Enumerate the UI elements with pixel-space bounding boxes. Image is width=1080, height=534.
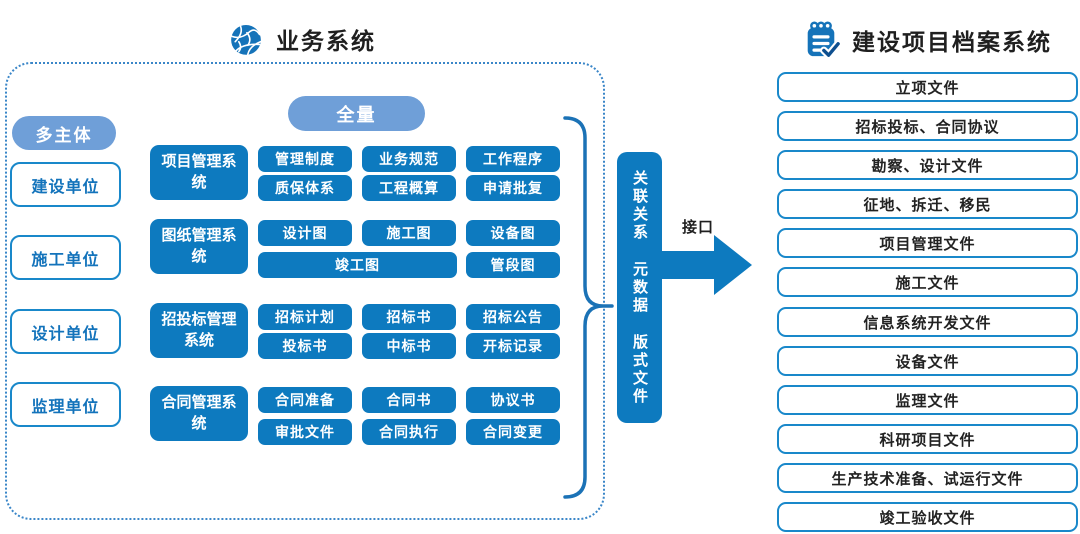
chip: 审批文件 bbox=[258, 419, 352, 445]
business-system-title-row: 业务系统 bbox=[228, 20, 376, 58]
chip: 合同执行 bbox=[362, 419, 456, 445]
chip: 管段图 bbox=[466, 252, 560, 278]
archive-item: 信息系统开发文件 bbox=[777, 307, 1078, 337]
globe-icon bbox=[228, 20, 264, 58]
bar-line: 元数据 bbox=[631, 260, 648, 315]
archive-item: 设备文件 bbox=[777, 346, 1078, 376]
chip: 工作程序 bbox=[466, 146, 560, 172]
full-scope-pill: 全量 bbox=[288, 96, 425, 131]
business-system-container bbox=[5, 62, 605, 520]
archive-item: 项目管理文件 bbox=[777, 228, 1078, 258]
bar-line: 版式文件 bbox=[631, 333, 648, 406]
chip: 业务规范 bbox=[362, 146, 456, 172]
brace bbox=[555, 112, 615, 504]
chip: 合同准备 bbox=[258, 387, 352, 413]
archive-system-title-row: 建设项目档案系统 bbox=[802, 18, 1052, 62]
archive-item: 竣工验收文件 bbox=[777, 502, 1078, 532]
chip: 招标书 bbox=[362, 304, 456, 330]
archive-item: 科研项目文件 bbox=[777, 424, 1078, 454]
archive-item: 施工文件 bbox=[777, 267, 1078, 297]
chip: 合同变更 bbox=[466, 419, 560, 445]
multi-subject-pill: 多主体 bbox=[12, 116, 116, 150]
chip: 申请批复 bbox=[466, 175, 560, 201]
chip: 协议书 bbox=[466, 387, 560, 413]
archive-item: 生产技术准备、试运行文件 bbox=[777, 463, 1078, 493]
chip: 竣工图 bbox=[258, 252, 457, 278]
chip: 管理制度 bbox=[258, 146, 352, 172]
group-header-drawing-mgmt: 图纸管理系统 bbox=[150, 219, 248, 274]
group-header-project-mgmt: 项目管理系统 bbox=[150, 145, 248, 200]
archive-item: 监理文件 bbox=[777, 385, 1078, 415]
business-system-title: 业务系统 bbox=[276, 28, 376, 54]
chip: 工程概算 bbox=[362, 175, 456, 201]
unit-supervision: 监理单位 bbox=[10, 382, 121, 427]
chip: 投标书 bbox=[258, 333, 352, 359]
archive-item: 招标投标、合同协议 bbox=[777, 111, 1078, 141]
interface-label: 接口 bbox=[682, 219, 715, 236]
chip: 招标公告 bbox=[466, 304, 560, 330]
archive-item: 征地、拆迁、移民 bbox=[777, 189, 1078, 219]
archive-item: 勘察、设计文件 bbox=[777, 150, 1078, 180]
unit-design: 设计单位 bbox=[10, 309, 121, 354]
chip: 设计图 bbox=[258, 220, 352, 246]
archive-item: 立项文件 bbox=[777, 72, 1078, 102]
arrow-right-icon bbox=[658, 233, 754, 297]
unit-construction: 建设单位 bbox=[10, 162, 121, 207]
clipboard-check-icon bbox=[802, 18, 840, 62]
archive-system-title: 建设项目档案系统 bbox=[852, 29, 1052, 55]
chip: 设备图 bbox=[466, 220, 560, 246]
chip: 招标计划 bbox=[258, 304, 352, 330]
connector-bar: 关联关系 元数据 版式文件 bbox=[617, 152, 662, 423]
chip: 合同书 bbox=[362, 387, 456, 413]
unit-builder: 施工单位 bbox=[10, 235, 121, 280]
group-header-contract-mgmt: 合同管理系统 bbox=[150, 386, 248, 441]
group-header-bidding-mgmt: 招投标管理系统 bbox=[150, 303, 248, 358]
chip: 施工图 bbox=[362, 220, 456, 246]
bar-line: 关联关系 bbox=[631, 169, 648, 242]
chip: 质保体系 bbox=[258, 175, 352, 201]
chip: 开标记录 bbox=[466, 333, 560, 359]
chip: 中标书 bbox=[362, 333, 456, 359]
